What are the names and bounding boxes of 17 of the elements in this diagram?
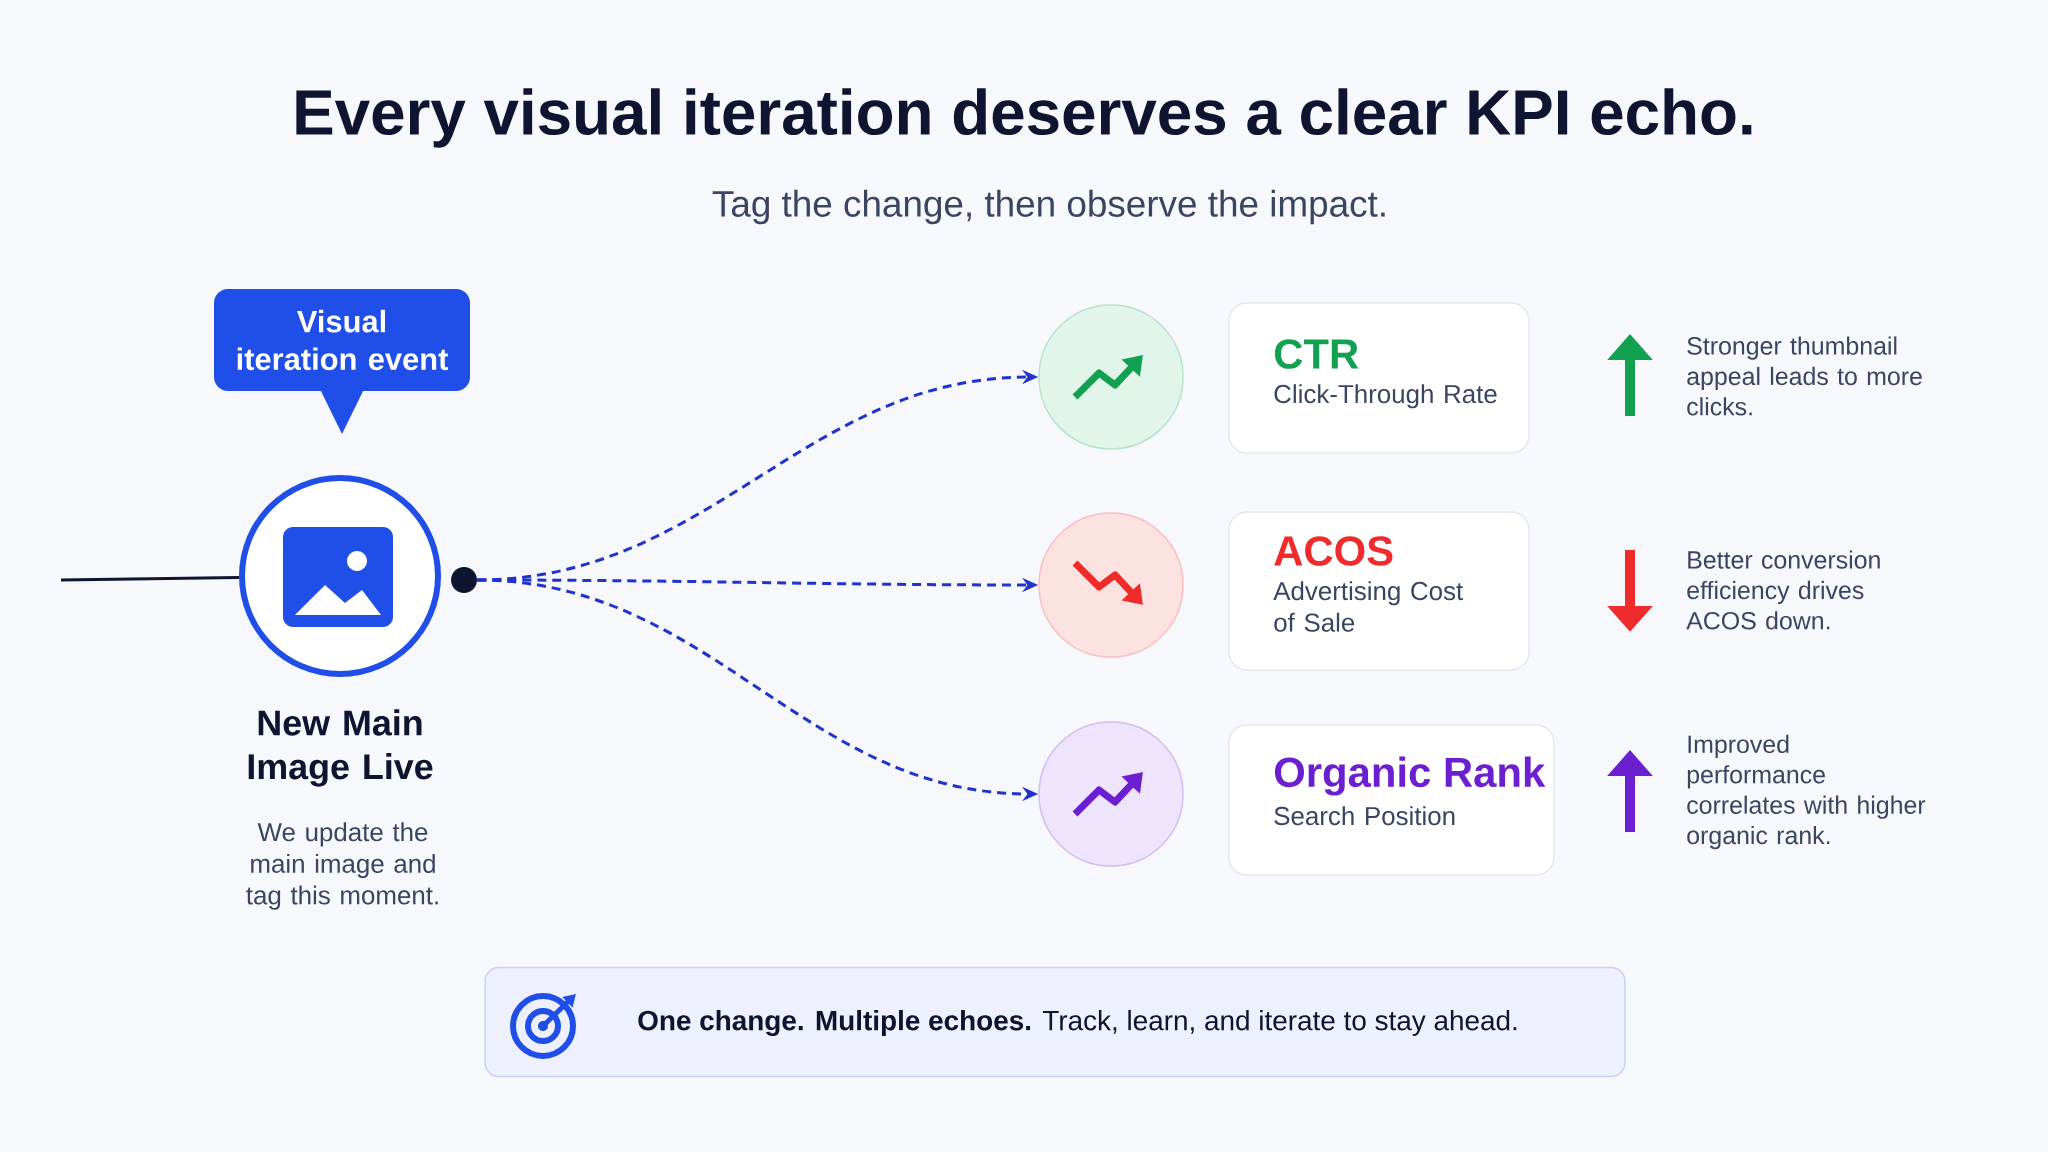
- kpi-subtitle: Click-Through Rate: [1274, 384, 1497, 409]
- kpi-heading: Organic Rank: [1274, 756, 1546, 796]
- kpi-heading: ACOS: [1274, 536, 1393, 566]
- note-text: Better conversion efficiency drives ACOS down.: [1686, 550, 1880, 630]
- title: Every visual iteration deserves a clear KPI echo.: [296, 88, 1752, 148]
- kpi-subtitle: Search Position: [1274, 806, 1455, 826]
- speech-bubble: Visual iteration event: [214, 289, 470, 434]
- kpi-subtitle: Advertising Cost of Sale: [1273, 581, 1464, 632]
- note-text: Improved performance correlates with higher organic rank.: [1687, 734, 1926, 850]
- node-description: We update the main image and tag this moment.: [246, 822, 438, 910]
- note-text: Stronger thumbnail appeal leads to more clicks.: [1687, 336, 1922, 416]
- kpi-heading: CTR: [1274, 339, 1359, 369]
- connector-line: [60, 575, 240, 582]
- junction-dot: [451, 567, 477, 593]
- subtitle: Tag the change, then observe the impact.: [712, 189, 1385, 225]
- node-heading: New Main Image Live: [248, 709, 433, 787]
- banner-text: One change. Multiple echoes. Track, learn, and iterate to stay ahead.: [638, 1009, 1517, 1037]
